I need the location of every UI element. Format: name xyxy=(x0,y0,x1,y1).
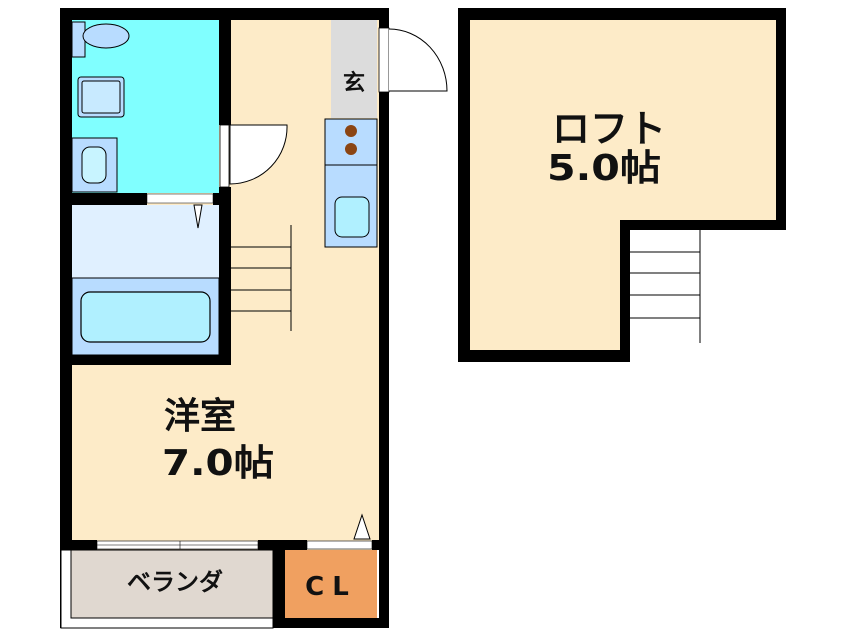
loft-name-label: ロフト xyxy=(552,107,666,151)
sink-icon xyxy=(334,196,370,238)
room-size-label: 7.0帖 xyxy=(162,443,274,484)
walls xyxy=(60,8,389,628)
door-arrow-icon xyxy=(353,513,371,540)
room-name-label: 洋室 xyxy=(164,396,236,437)
loft-unit: ロフト 5.0帖 xyxy=(458,8,786,362)
bathroom-door[interactable] xyxy=(146,193,214,204)
loft-walls xyxy=(458,8,786,362)
washing-machine-inner xyxy=(81,80,121,114)
stove-burner-icon xyxy=(345,125,357,137)
door-arrow-icon xyxy=(193,204,203,229)
veranda-label: ベランダ xyxy=(127,568,223,596)
loft-stairs xyxy=(630,230,701,343)
door-swing-icon xyxy=(388,28,448,92)
stairs xyxy=(231,225,292,331)
toilet-bowl-icon xyxy=(82,23,130,49)
closet-label: CL xyxy=(305,572,357,602)
bathroom xyxy=(72,205,219,278)
loft-size-label: 5.0帖 xyxy=(547,148,661,189)
veranda-floor xyxy=(70,549,274,619)
bathtub-icon xyxy=(80,291,211,343)
loft-floor xyxy=(458,8,786,362)
main-unit: 玄 洋室 7.0帖 ベランダ CL xyxy=(60,8,448,629)
toilet-tank xyxy=(71,21,86,58)
closet xyxy=(285,550,377,618)
stove-burner-icon xyxy=(345,143,357,155)
entrance-label: 玄 xyxy=(343,70,365,96)
washbasin-bowl xyxy=(81,146,107,184)
closet-door[interactable] xyxy=(306,540,373,550)
toilet-door[interactable] xyxy=(219,124,230,188)
door-swing-icon xyxy=(229,124,288,185)
entrance-door[interactable] xyxy=(378,27,390,93)
entrance-area xyxy=(331,20,377,118)
